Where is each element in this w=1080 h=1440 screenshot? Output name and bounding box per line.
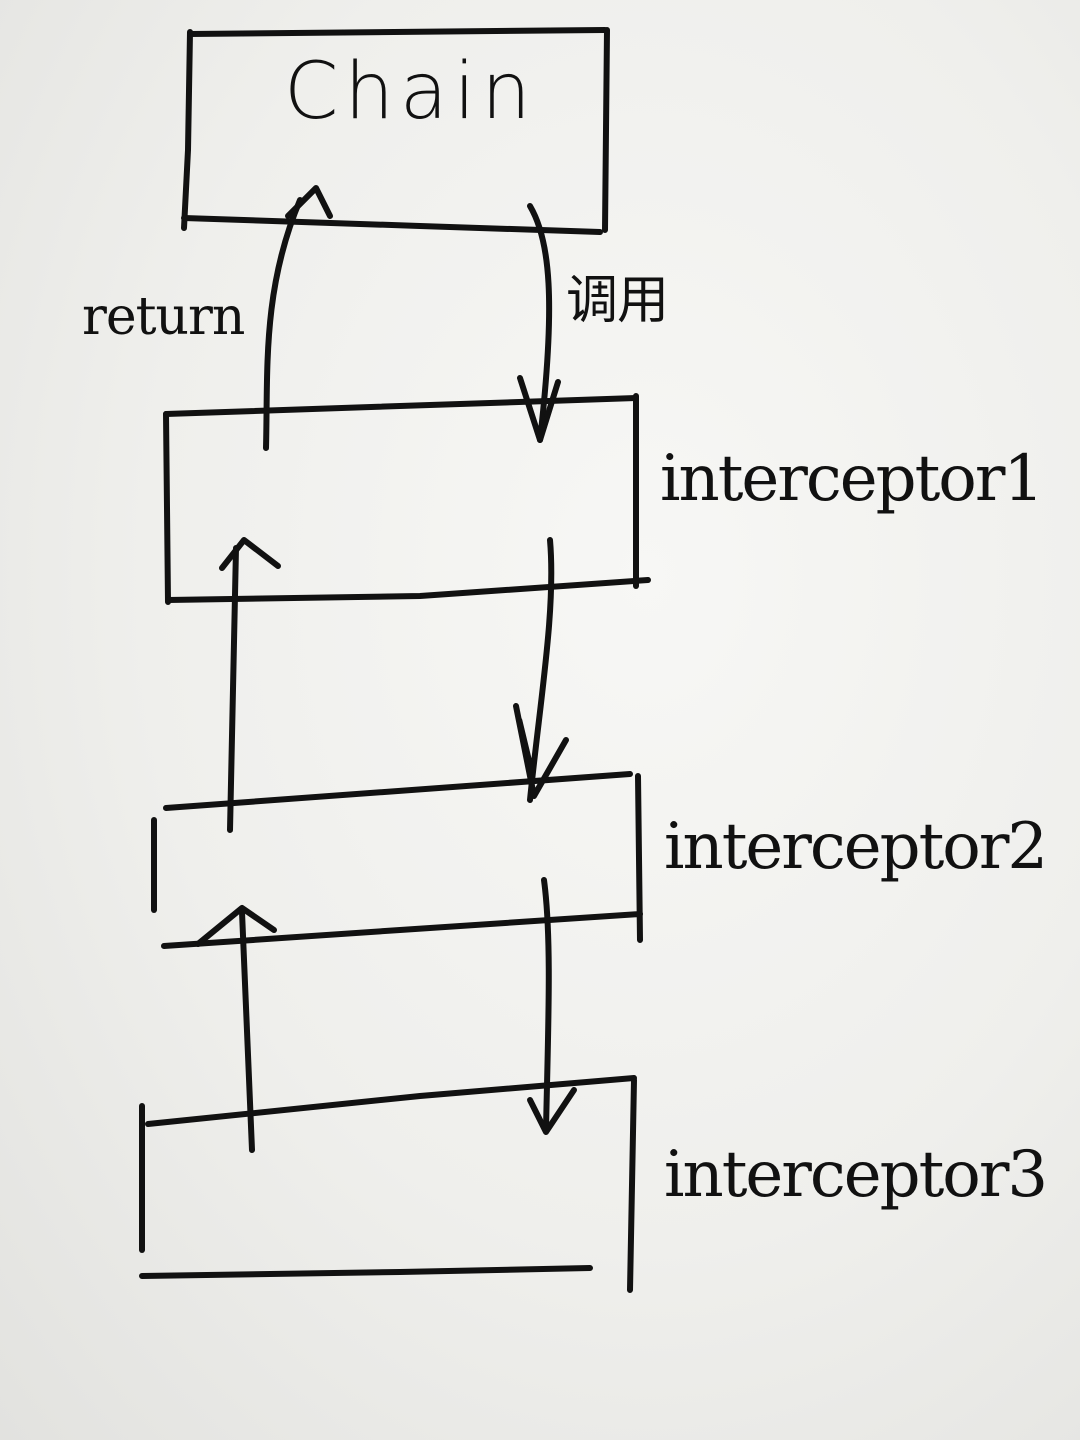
call-label: 调用 xyxy=(566,271,668,331)
interceptor1-box xyxy=(163,393,651,605)
return-label: return xyxy=(82,287,245,347)
return-arrow-chain xyxy=(263,185,333,451)
chain-box: Chain xyxy=(181,27,610,235)
interceptor3-label: interceptor3 xyxy=(664,1138,1046,1212)
call-arrow-2 xyxy=(527,877,577,1135)
call-arrow-1 xyxy=(513,537,569,803)
chain-title: Chain xyxy=(284,47,537,137)
return-arrow-1 xyxy=(219,537,281,833)
return-arrow-2 xyxy=(195,905,277,1153)
call-arrow-chain xyxy=(517,203,561,443)
interceptor2-label: interceptor2 xyxy=(664,810,1046,884)
interceptor1-label: interceptor1 xyxy=(660,442,1042,516)
interceptor3-box xyxy=(139,1075,637,1293)
